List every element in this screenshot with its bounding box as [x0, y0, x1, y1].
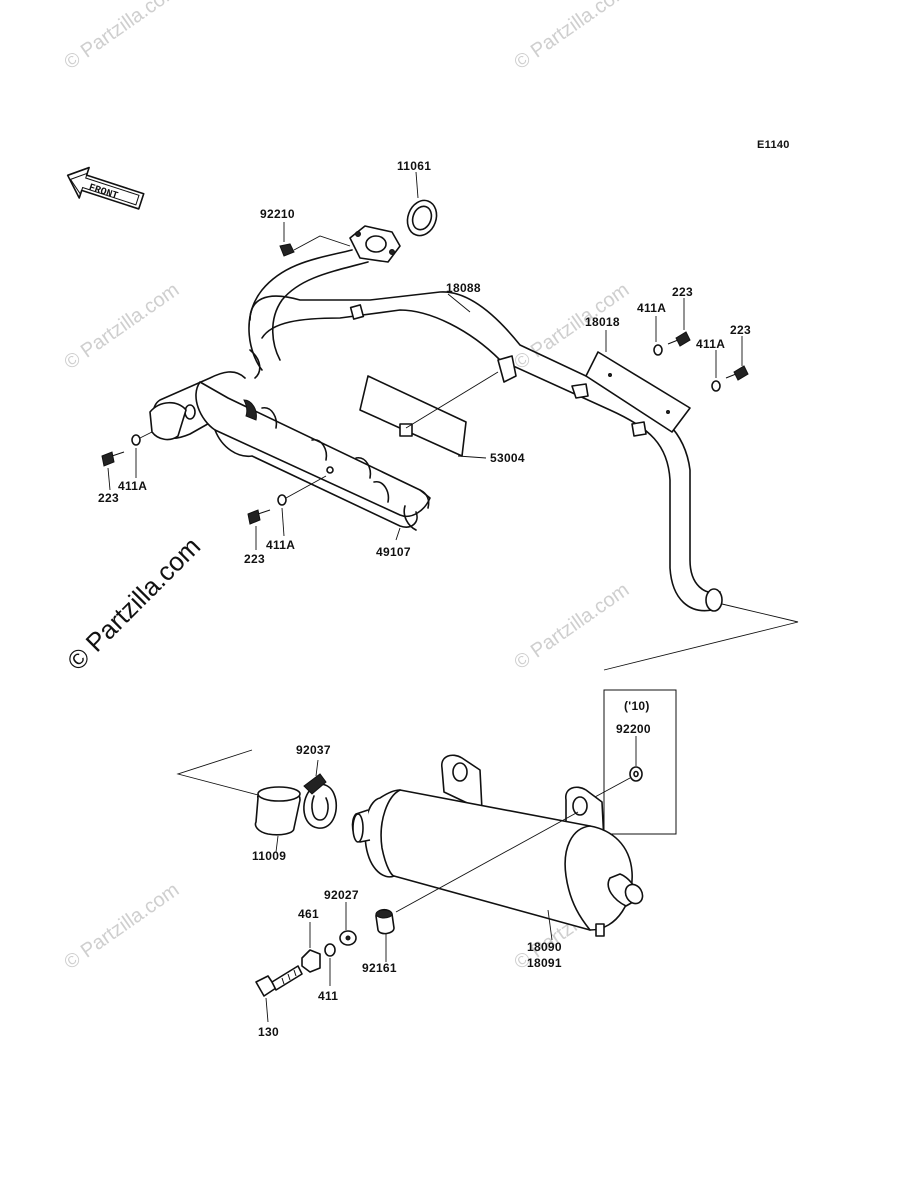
- connection-line: [176, 749, 263, 797]
- front-arrow-icon: FRONT: [66, 166, 145, 210]
- part-label: 92161: [362, 961, 397, 975]
- part-label: 92027: [324, 888, 359, 902]
- part-label: 18091: [527, 956, 562, 970]
- connection-line: [603, 603, 799, 671]
- part-label: 18090: [527, 940, 562, 954]
- part-label: 411A: [696, 337, 725, 351]
- part-label: 11009: [252, 849, 286, 863]
- collar-461: 461: [298, 907, 321, 973]
- bolt-223: 223: [98, 451, 125, 505]
- watermark: © Partzilla.com: [510, 0, 633, 74]
- washer-411A: 411A: [637, 301, 666, 356]
- washer-411A: 411A: [696, 337, 725, 392]
- diagram-code: E1140: [757, 139, 790, 151]
- part-label: 411A: [637, 301, 666, 315]
- part-label: 130: [258, 1025, 279, 1039]
- washer-411: 411: [318, 943, 338, 1003]
- part-label: 223: [244, 552, 265, 566]
- collar-92027: 92027: [324, 888, 359, 946]
- bolt-130: 130: [255, 965, 303, 1039]
- clamp-92037: 92037: [296, 743, 338, 829]
- part-label: 223: [730, 323, 751, 337]
- sleeve-11009: 11009: [252, 786, 301, 863]
- year-note: ('10): [624, 699, 650, 713]
- part-label: 53004: [490, 451, 525, 465]
- part-label: 411A: [118, 479, 147, 493]
- year-note-box: ('10) 92200: [603, 689, 677, 835]
- part-label: 18018: [585, 315, 620, 329]
- bolt-223: 223: [244, 509, 271, 566]
- heat-plate-18018: 18018: [585, 315, 691, 433]
- bolt-223: 223: [725, 323, 751, 381]
- watermark: © Partzilla.com: [60, 279, 183, 374]
- nut-92210: 92210: [260, 207, 351, 257]
- part-label: 411: [318, 989, 338, 1003]
- part-label: 92210: [260, 207, 295, 221]
- rubber-mount-92161: 92161: [362, 908, 397, 975]
- muffler-18090: 18090 18091: [351, 754, 644, 970]
- part-label: 223: [98, 491, 119, 505]
- washer-411A: 411A: [118, 434, 147, 493]
- part-label: 461: [298, 907, 319, 921]
- part-label: 411A: [266, 538, 295, 552]
- heat-guard-49107: 49107: [149, 381, 431, 559]
- part-label: 223: [672, 285, 693, 299]
- part-label: 92037: [296, 743, 331, 757]
- part-label: 49107: [376, 545, 411, 559]
- heat-plate-53004: 53004: [359, 371, 525, 465]
- gasket-11061: 11061: [397, 159, 438, 237]
- washer-411A: 411A: [266, 475, 327, 552]
- part-label: 18088: [446, 281, 481, 295]
- watermark: © Partzilla.com: [510, 579, 633, 674]
- part-label: 92200: [616, 722, 651, 736]
- watermark-main: © Partzilla.com: [61, 531, 206, 676]
- bolt-223: 223: [667, 285, 693, 347]
- watermark: © Partzilla.com: [60, 0, 183, 74]
- part-label: 11061: [397, 159, 431, 173]
- watermark: © Partzilla.com: [60, 879, 183, 974]
